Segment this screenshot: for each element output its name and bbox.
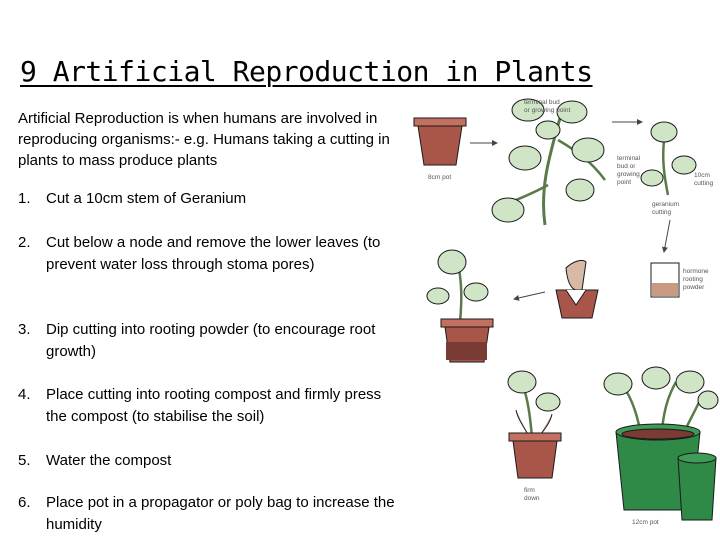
arrow-down-icon xyxy=(661,219,671,253)
parent-plant-illustration xyxy=(491,98,606,226)
hormone-powder-label: hormone xyxy=(683,268,709,275)
step-item: 6. Place pot in a propagator or poly bag… xyxy=(18,492,398,535)
cutting-propagation-diagram: 8cm pot terminal bud or growing point te… xyxy=(413,98,719,526)
step-item: 3. Dip cutting into rooting powder (to e… xyxy=(18,319,398,362)
firm-down-label: down xyxy=(524,495,540,502)
step-number: 4. xyxy=(18,386,31,403)
arrow-left-icon xyxy=(513,291,546,301)
intro-paragraph: Artificial Reproduction is when humans a… xyxy=(18,110,390,169)
step-text: Dip cutting into rooting powder (to enco… xyxy=(46,321,376,360)
terminal-bud-mid-label: growing xyxy=(617,171,640,178)
step-number: 2. xyxy=(18,234,31,251)
step-item: 4. Place cutting into rooting compost an… xyxy=(18,384,398,427)
step-number: 5. xyxy=(18,452,31,469)
empty-pot-illustration xyxy=(413,117,467,166)
potted-cutting-illustration xyxy=(426,249,494,363)
step-text: Place pot in a propagator or poly bag to… xyxy=(46,494,395,533)
step-text: Cut a 10cm stem of Geranium xyxy=(46,190,247,207)
cutting-10cm-label: cutting xyxy=(694,180,714,187)
dipped-cutting-illustration xyxy=(555,259,599,319)
geranium-cutting-label: cutting xyxy=(652,209,672,216)
multiple-cuttings-pot-illustration xyxy=(603,366,719,521)
step-text: Water the compost xyxy=(46,452,172,469)
hormone-powder-label: powder xyxy=(683,284,705,291)
growing-point-label: or growing point xyxy=(524,107,570,114)
step-item: 5. Water the compost xyxy=(18,450,398,472)
cutting-illustration xyxy=(640,121,697,196)
terminal-bud-label: terminal bud xyxy=(524,99,560,106)
step-item: 1. Cut a 10cm stem of Geranium xyxy=(18,188,398,210)
hormone-powder-label: rooting xyxy=(683,276,703,283)
cutting-10cm-label: 10cm xyxy=(694,172,710,179)
terminal-bud-mid-label: point xyxy=(617,179,631,186)
step-number: 3. xyxy=(18,321,31,338)
step-number: 6. xyxy=(18,494,31,511)
firm-down-label: firm xyxy=(524,487,535,494)
pot-8cm-label: 8cm pot xyxy=(428,174,451,181)
pot-12cm-label: 12cm pot xyxy=(632,519,659,526)
step-number: 1. xyxy=(18,190,31,207)
firmed-pot-illustration xyxy=(507,370,562,479)
geranium-cutting-label: geranium xyxy=(652,201,679,208)
hormone-powder-jar-illustration xyxy=(650,262,680,298)
step-text: Cut below a node and remove the lower le… xyxy=(46,234,381,273)
terminal-bud-mid-label: terminal xyxy=(617,155,641,162)
step-text: Place cutting into rooting compost and f… xyxy=(46,386,382,425)
slide-title: 9 Artificial Reproduction in Plants xyxy=(20,55,593,88)
terminal-bud-mid-label: bud or xyxy=(617,163,636,170)
step-item: 2. Cut below a node and remove the lower… xyxy=(18,232,398,275)
